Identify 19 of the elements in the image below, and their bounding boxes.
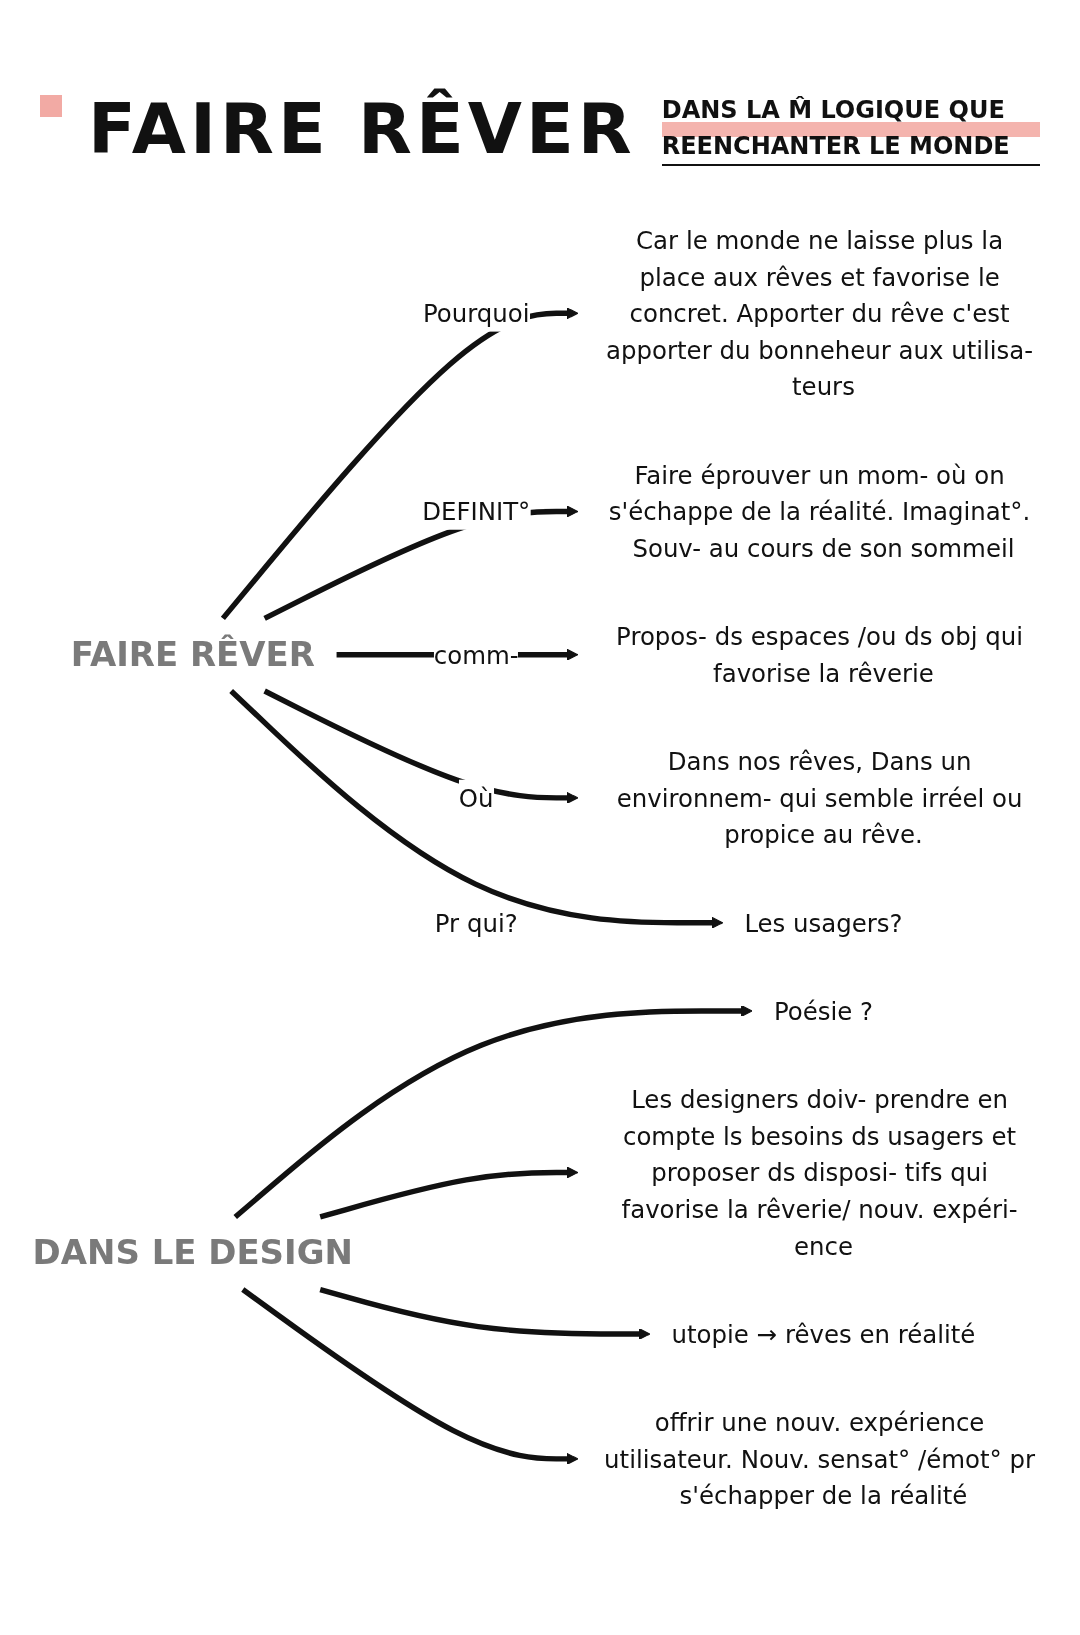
arrow xyxy=(319,1286,651,1340)
arrow xyxy=(241,1287,579,1465)
note-text: Poésie ? xyxy=(773,992,874,1030)
title: FAIRE RÊVER xyxy=(88,86,636,172)
note-text: Propos- ds espaces /ou ds obj qui favorise la rêverie xyxy=(599,618,1048,692)
note-text: Les usagers? xyxy=(744,904,903,942)
note-text: utopie → rêves en réalité xyxy=(671,1315,976,1353)
note-text: Dans nos rêves, Dans un environnem- qui semble irréel ou propice au rêve. xyxy=(599,742,1048,853)
arrow xyxy=(319,1166,579,1220)
note-text: Les designers doiv- prendre en compte ls besoins ds usagers et proposer ds disposi- tifs qui favorise la rêverie/ nouv. expéri- ence xyxy=(599,1080,1048,1265)
arrow xyxy=(229,689,724,929)
arrow xyxy=(233,1005,753,1219)
arrow xyxy=(220,307,579,621)
arrow xyxy=(263,688,579,804)
topic-heading: FAIRE RÊVER xyxy=(70,629,315,681)
note-text: Faire éprouver un mom- où on s'échappe de la réalité. Imaginat°. Souv- au cours de son sommeil xyxy=(599,456,1048,567)
topic-heading: DANS LE DESIGN xyxy=(32,1227,353,1279)
note-text: offrir une nouv. expérience utilisateur. Nouv. sensat° /émot° pr s'échapper de la réalité xyxy=(599,1403,1048,1514)
note-text: Car le monde ne laisse plus la place aux rêves et favorise le concret. Apporter du rêve c'est apporter du bonneheur aux utilisa- teurs xyxy=(599,221,1048,405)
